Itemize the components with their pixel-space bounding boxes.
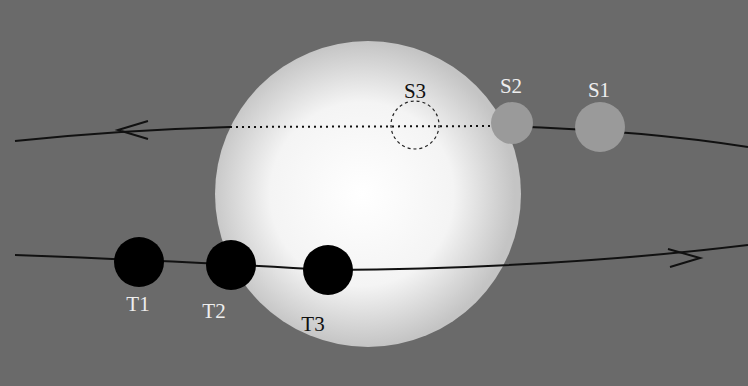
planet-s2 [491,102,533,144]
orbit-arrowhead [668,249,700,267]
position-label: S1 [588,80,610,101]
planet-t3 [303,245,353,295]
planet-t2 [206,240,256,290]
orbit-hidden [230,126,500,127]
orbit-arrowhead [118,121,148,139]
planet-s1 [575,102,625,152]
position-label: T2 [202,301,225,322]
star [215,41,521,347]
planet-t1 [114,237,164,287]
planet-s3-hidden [391,101,439,149]
position-label: S2 [500,76,522,97]
position-label: T1 [126,294,149,315]
position-label: T3 [301,314,324,335]
position-label: S3 [404,81,426,102]
